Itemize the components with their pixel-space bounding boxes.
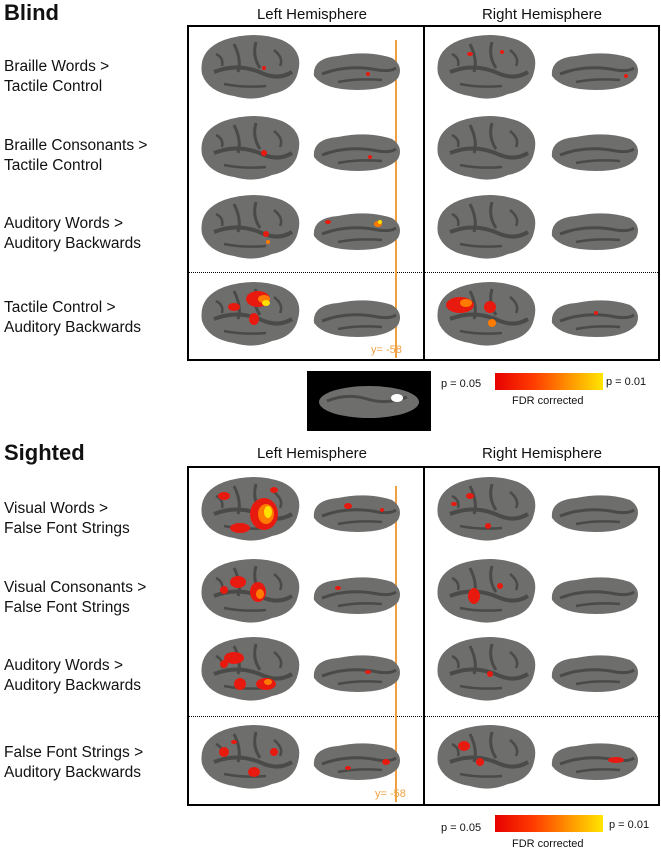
- sighted-hemisphere-divider: [423, 466, 425, 806]
- row-label-line1: Auditory Words >: [4, 215, 124, 232]
- sighted-row3-left-ventral-brain: [308, 648, 404, 703]
- sighted-row3-right-ventral-brain: [546, 648, 642, 703]
- sighted-row2-left-lateral-brain: [194, 556, 306, 633]
- blind-row1-left-ventral-brain: [308, 46, 404, 101]
- sighted-row4-left-lateral-brain: [194, 722, 306, 799]
- row-label-line1: Visual Consonants >: [4, 579, 147, 596]
- row-label-line2: Auditory Backwards: [4, 764, 141, 781]
- sighted-section-title: Sighted: [4, 440, 85, 465]
- sighted-row4-left-ventral-brain: [308, 736, 404, 791]
- row-label-line2: Tactile Control: [4, 78, 103, 95]
- blind-row1-right-lateral-brain: [430, 32, 542, 109]
- sighted-legend-p-low: p = 0.05: [441, 822, 482, 834]
- sighted-y-slice-label: y= -58: [375, 788, 406, 800]
- sighted-row2-right-lateral-brain: [430, 556, 542, 633]
- blind-row2-left-ventral-brain: [308, 127, 404, 182]
- blind-row4-right-lateral-brain: [430, 279, 542, 356]
- sighted-row1-right-lateral-brain: [430, 474, 542, 551]
- row-label-line2: False Font Strings: [4, 599, 130, 616]
- blind-row3-left-ventral-brain: [308, 206, 404, 261]
- blind-row3-right-ventral-brain: [546, 206, 642, 261]
- blind-slice-inset: [307, 371, 431, 431]
- sighted-row-separator: [189, 716, 658, 717]
- row-label-line2: Auditory Backwards: [4, 319, 141, 336]
- sighted-row4-right-lateral-brain: [430, 722, 542, 799]
- blind-y-slice-line: [395, 40, 397, 358]
- blind-row2-left-lateral-brain: [194, 113, 306, 190]
- sighted-left-hemisphere-title: Left Hemisphere: [256, 445, 368, 462]
- sighted-row-label-3: Auditory Words > Auditory Backwards: [4, 656, 141, 696]
- blind-row4-left-lateral-brain: [194, 279, 306, 356]
- sighted-legend-colorbar: [495, 815, 603, 832]
- blind-section-title: Blind: [4, 0, 59, 25]
- sighted-row2-left-ventral-brain: [308, 570, 404, 625]
- row-label-line1: Visual Words >: [4, 500, 109, 517]
- blind-row-label-1: Braille Words > Tactile Control: [4, 57, 109, 97]
- blind-row4-left-ventral-brain: [308, 293, 404, 348]
- blind-legend-caption: FDR corrected: [512, 395, 584, 407]
- blind-row1-left-lateral-brain: [194, 32, 306, 109]
- sighted-row3-right-lateral-brain: [430, 634, 542, 711]
- sighted-row4-right-ventral-brain: [546, 736, 642, 791]
- sighted-row-label-1: Visual Words > False Font Strings: [4, 499, 130, 539]
- blind-hemisphere-divider: [423, 25, 425, 361]
- blind-legend-colorbar: [495, 373, 603, 390]
- blind-legend-p-low: p = 0.05: [441, 378, 482, 390]
- row-label-line2: Auditory Backwards: [4, 677, 141, 694]
- blind-row1-right-ventral-brain: [546, 46, 642, 101]
- sighted-row3-left-lateral-brain: [194, 634, 306, 711]
- blind-row-label-4: Tactile Control > Auditory Backwards: [4, 298, 141, 338]
- sighted-right-hemisphere-title: Right Hemisphere: [481, 445, 603, 462]
- sighted-row2-right-ventral-brain: [546, 570, 642, 625]
- blind-row2-right-lateral-brain: [430, 113, 542, 190]
- sighted-row1-left-lateral-brain: [194, 474, 306, 551]
- sighted-row1-right-ventral-brain: [546, 488, 642, 543]
- sighted-legend-p-high: p = 0.01: [609, 819, 650, 831]
- blind-row3-right-lateral-brain: [430, 192, 542, 269]
- row-label-line2: Auditory Backwards: [4, 235, 141, 252]
- sighted-legend-caption: FDR corrected: [512, 838, 584, 850]
- blind-y-slice-label: y= -58: [371, 344, 402, 356]
- sighted-y-slice-line: [395, 486, 397, 802]
- blind-row-label-3: Auditory Words > Auditory Backwards: [4, 214, 141, 254]
- blind-row-label-2: Braille Consonants > Tactile Control: [4, 136, 147, 176]
- row-label-line1: False Font Strings >: [4, 744, 144, 761]
- sighted-row1-left-ventral-brain: [308, 488, 404, 543]
- blind-left-hemisphere-title: Left Hemisphere: [256, 6, 368, 23]
- sighted-row-label-4: False Font Strings > Auditory Backwards: [4, 743, 143, 783]
- row-label-line2: Tactile Control: [4, 157, 103, 174]
- row-label-line1: Braille Consonants >: [4, 137, 148, 154]
- blind-row4-right-ventral-brain: [546, 293, 642, 348]
- blind-legend-p-high: p = 0.01: [606, 376, 647, 388]
- row-label-line1: Tactile Control >: [4, 299, 116, 316]
- row-label-line1: Auditory Words >: [4, 657, 124, 674]
- blind-row3-left-lateral-brain: [194, 192, 306, 269]
- slice-inset-brain-image: [319, 386, 419, 418]
- blind-row2-right-ventral-brain: [546, 127, 642, 182]
- row-label-line2: False Font Strings: [4, 520, 130, 537]
- blind-right-hemisphere-title: Right Hemisphere: [481, 6, 603, 23]
- blind-row-separator: [189, 272, 658, 273]
- row-label-line1: Braille Words >: [4, 58, 110, 75]
- sighted-row-label-2: Visual Consonants > False Font Strings: [4, 578, 146, 618]
